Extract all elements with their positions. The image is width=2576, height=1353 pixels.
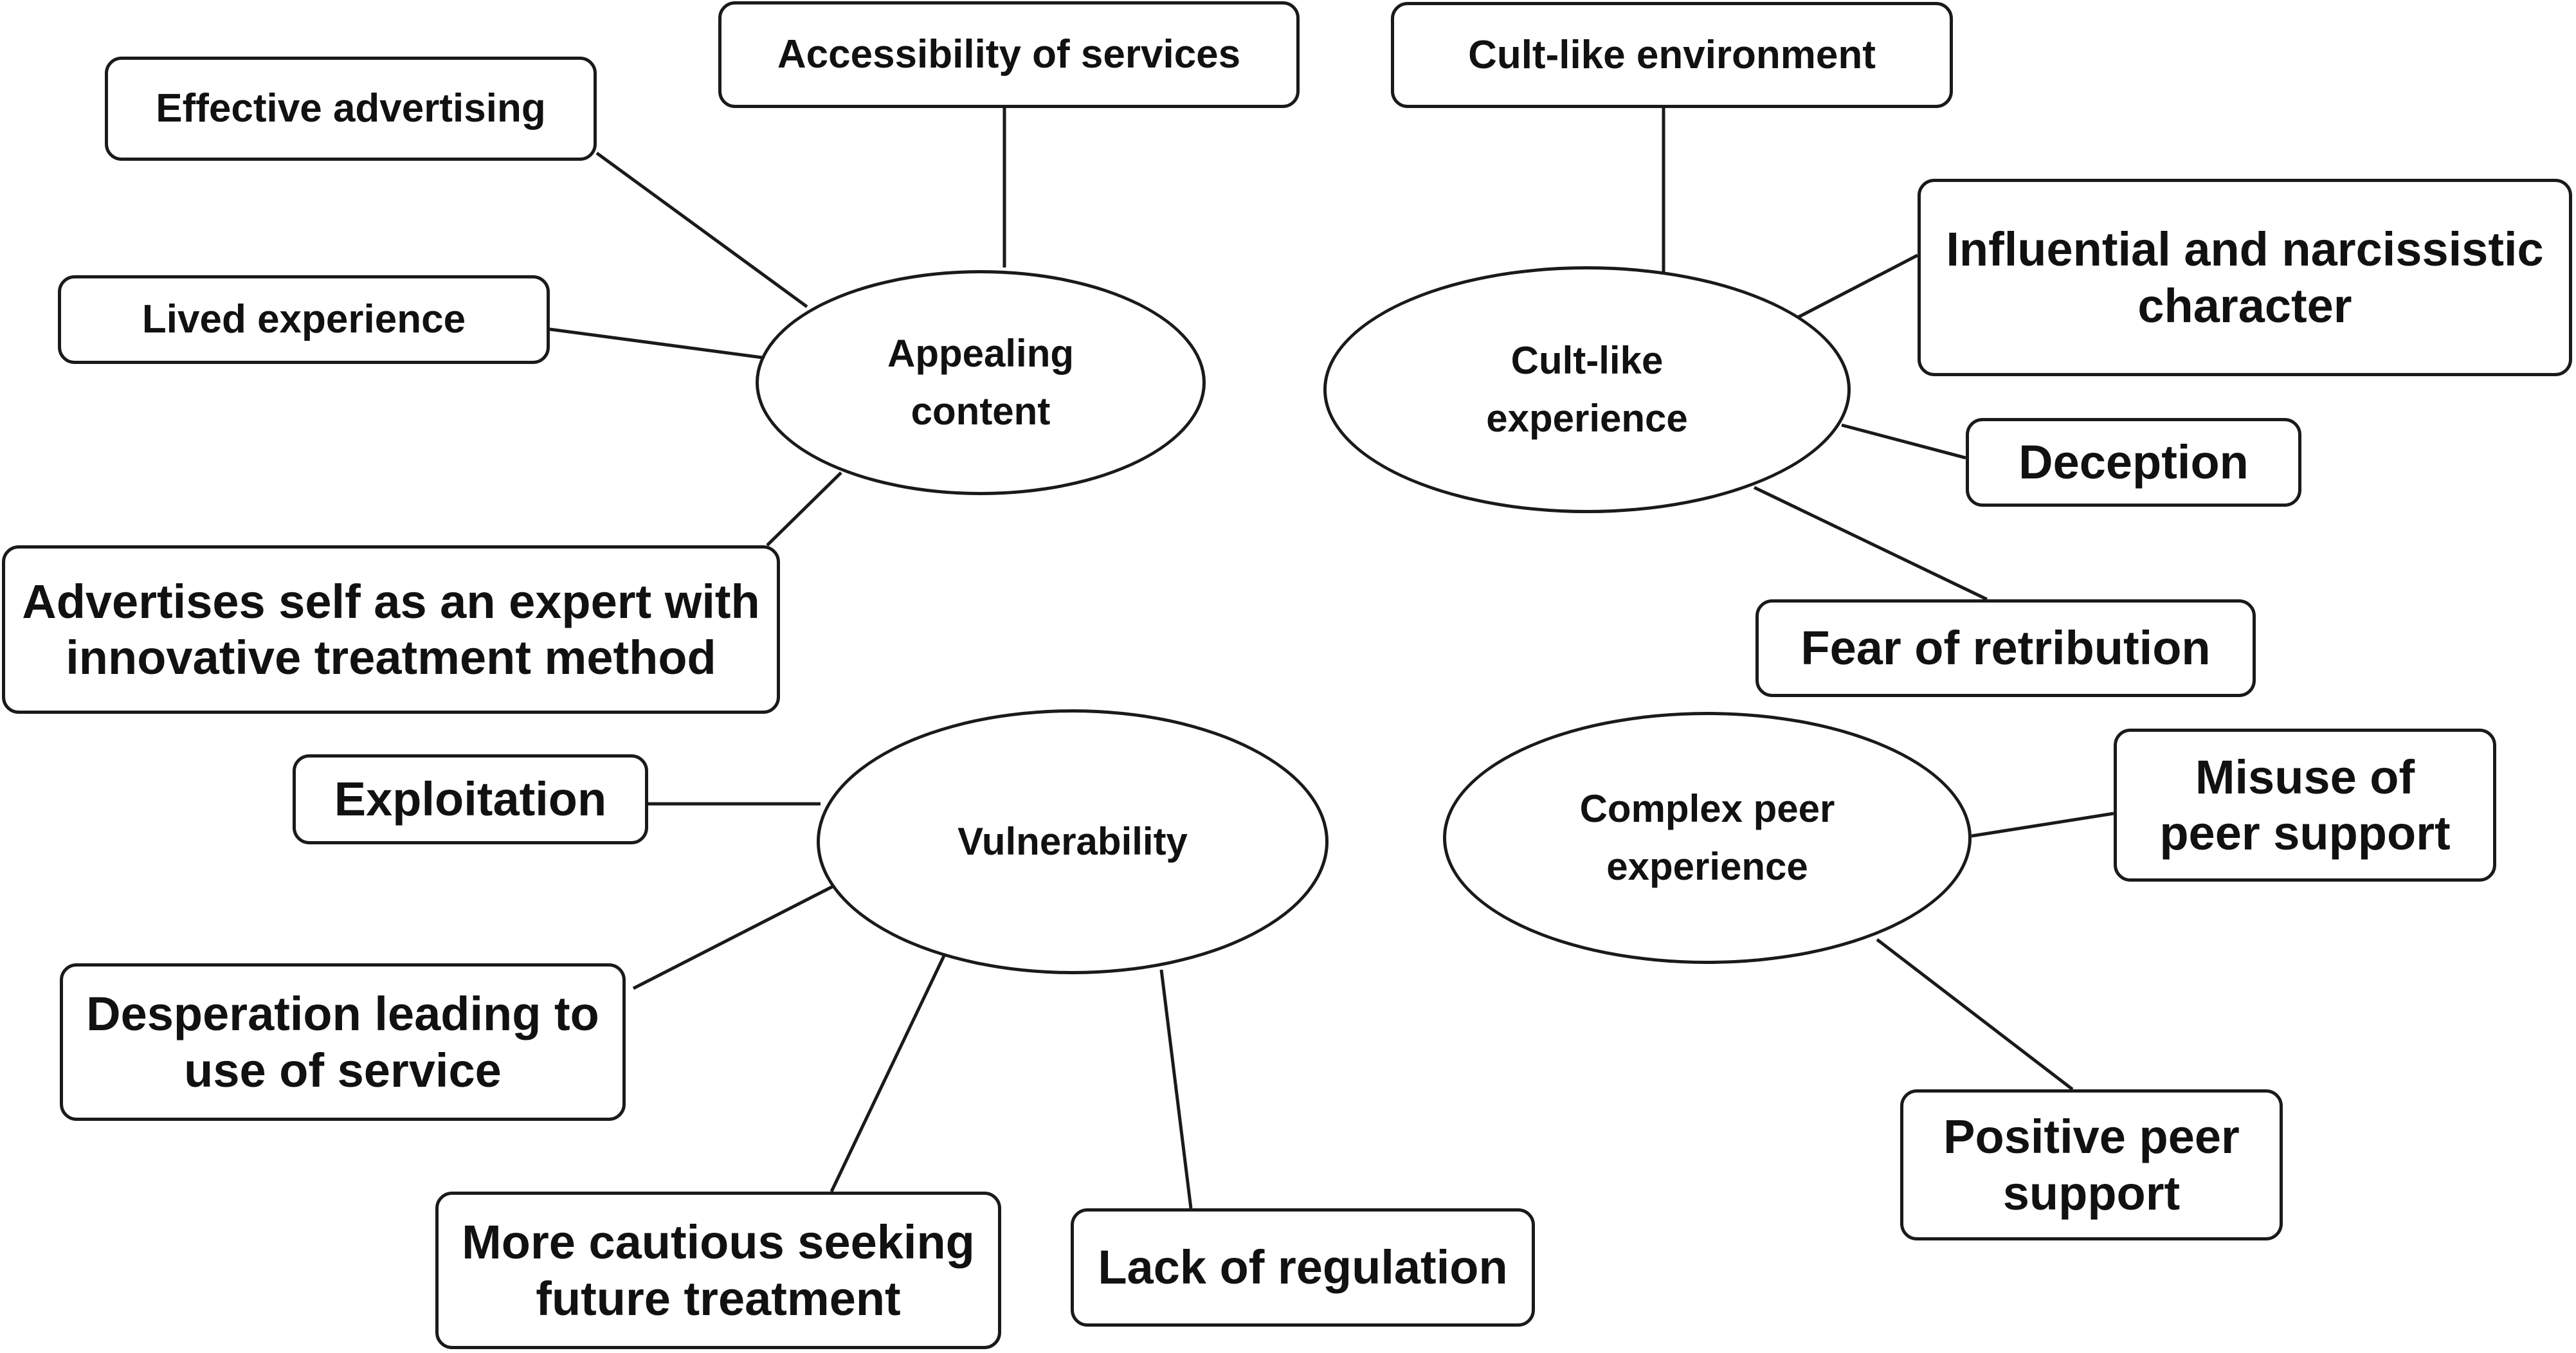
- subtheme-lack-of-regulation: Lack of regulation: [1071, 1208, 1535, 1327]
- connector-regulation: [1159, 969, 1193, 1209]
- connector-expert: [766, 471, 842, 547]
- theme-vulnerability: Vulnerability: [817, 709, 1329, 974]
- theme-cult-like-experience: Cult-like experience: [1323, 266, 1851, 513]
- connector-cautious: [830, 949, 948, 1193]
- subtheme-more-cautious-seeking-treatment: More cautious seeking future treatment: [435, 1192, 1001, 1349]
- subtheme-exploitation: Exploitation: [293, 754, 648, 844]
- subtheme-influential-narcissistic-character: Influential and narcissistic character: [1918, 179, 2572, 376]
- subtheme-advertises-self-as-expert: Advertises self as an expert with innova…: [2, 545, 780, 714]
- connector-influential: [1795, 253, 1919, 320]
- connector-desperation: [632, 884, 836, 990]
- connector-misuse: [1971, 812, 2114, 838]
- subtheme-cult-like-environment: Cult-like environment: [1391, 2, 1953, 108]
- connector-lived: [549, 327, 768, 360]
- connector-deception: [1841, 423, 1966, 460]
- subtheme-fear-of-retribution: Fear of retribution: [1755, 599, 2256, 697]
- subtheme-positive-peer-support: Positive peer support: [1900, 1089, 2283, 1240]
- connector-advertising: [595, 151, 808, 309]
- subtheme-desperation-leading-to-use: Desperation leading to use of service: [60, 963, 626, 1121]
- subtheme-accessibility-of-services: Accessibility of services: [718, 1, 1300, 108]
- connector-fear: [1753, 486, 1988, 601]
- subtheme-lived-experience: Lived experience: [58, 275, 550, 364]
- subtheme-misuse-of-peer-support: Misuse of peer support: [2114, 729, 2496, 882]
- subtheme-effective-advertising: Effective advertising: [105, 57, 597, 161]
- subtheme-deception: Deception: [1966, 418, 2301, 507]
- theme-appealing-content: Appealing content: [756, 270, 1206, 495]
- connector-positive: [1876, 938, 2074, 1091]
- theme-complex-peer-experience: Complex peer experience: [1443, 712, 1972, 964]
